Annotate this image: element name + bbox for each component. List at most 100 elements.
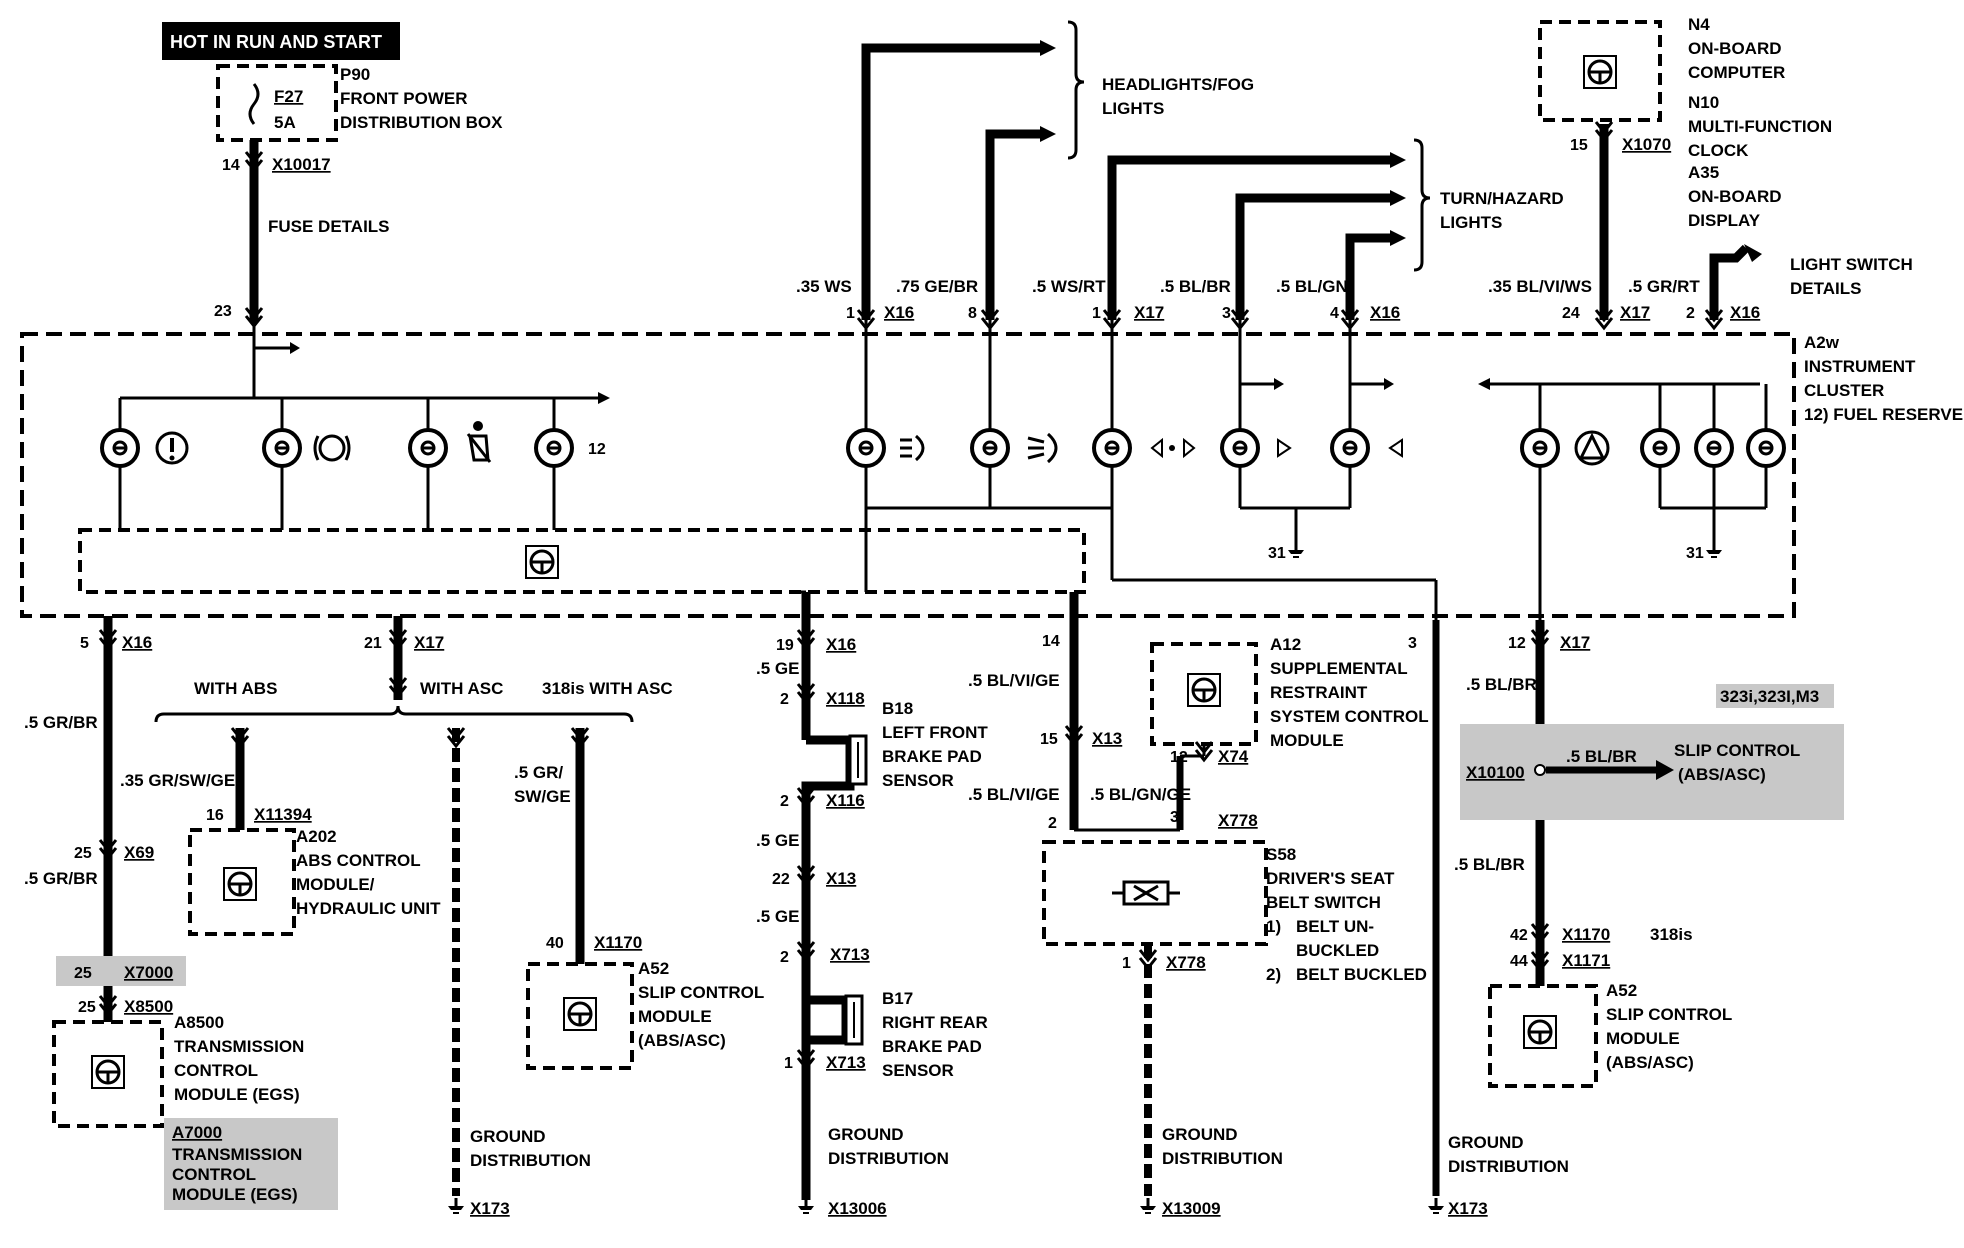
s58-line5: BUCKLED bbox=[1296, 941, 1379, 960]
n4-line9: DISPLAY bbox=[1688, 211, 1761, 230]
turn-indicator-icon bbox=[1150, 437, 1196, 459]
instrument-cluster: A2w INSTRUMENT CLUSTER 12) FUEL RESERVE bbox=[20, 320, 1963, 620]
asc318-wire-b: SW/GE bbox=[514, 787, 571, 806]
asc-ground-x173: X173 bbox=[470, 1199, 510, 1218]
seat-pin14: 14 bbox=[1042, 633, 1060, 650]
p90-line2: DISTRIBUTION BOX bbox=[340, 113, 503, 132]
models-label: 323i,323I,M3 bbox=[1720, 687, 1819, 706]
b18-line1: B18 bbox=[882, 699, 913, 718]
seat-ground-x13009: X13009 bbox=[1162, 1199, 1221, 1218]
wire-pin-4: 3 bbox=[1222, 305, 1231, 322]
b17-line2: RIGHT REAR bbox=[882, 1013, 988, 1032]
n4-line7: A35 bbox=[1688, 163, 1719, 182]
tc-wire1: .5 GR/BR bbox=[24, 713, 98, 732]
right-x1171: X1171 bbox=[1562, 951, 1610, 970]
conn-x10017: X10017 bbox=[272, 155, 331, 174]
wire-label-2: .75 GE/BR bbox=[896, 277, 978, 296]
brake-pin2b: 2 bbox=[780, 793, 789, 810]
wire-conn-5: X16 bbox=[1370, 303, 1400, 322]
a52-right-line2: SLIP CONTROL bbox=[1606, 1005, 1732, 1024]
left-arrow-icon bbox=[1388, 438, 1403, 458]
lamp-12-label: 12 bbox=[588, 441, 606, 458]
a52-right-module-icon bbox=[1522, 1014, 1558, 1050]
a7000-line4: MODULE (EGS) bbox=[172, 1185, 298, 1204]
brake-ground-line1: GROUND bbox=[828, 1125, 904, 1144]
b18-line3: BRAKE PAD bbox=[882, 747, 982, 766]
a202-line2: ABS CONTROL bbox=[296, 851, 421, 870]
s58-line4: BELT UN- bbox=[1296, 917, 1374, 936]
lamp-turn-icon bbox=[1092, 428, 1132, 468]
s58-line1: S58 bbox=[1266, 845, 1296, 864]
s58-line2: DRIVER'S SEAT bbox=[1266, 869, 1395, 888]
wire-label-4: .5 BL/BR bbox=[1160, 277, 1231, 296]
wire-pin-1: 1 bbox=[846, 305, 855, 322]
seat-pin15: 15 bbox=[1040, 731, 1058, 748]
brake-wire2: .5 GE bbox=[756, 831, 799, 850]
hazard-warning-icon bbox=[1574, 430, 1610, 466]
a8500-line1: A8500 bbox=[174, 1013, 224, 1032]
with-318-label: 318is WITH ASC bbox=[542, 679, 673, 698]
fuse-rating: 5A bbox=[274, 113, 296, 132]
b18-line4: SENSOR bbox=[882, 771, 954, 790]
light-lamps: 31 bbox=[846, 320, 1438, 620]
p90-box bbox=[216, 64, 338, 142]
a12-module-icon bbox=[1186, 672, 1222, 708]
ground-31-left: 31 bbox=[1268, 545, 1286, 562]
with-abs-label: WITH ABS bbox=[194, 679, 277, 698]
right-wire1: .5 BL/BR bbox=[1466, 675, 1537, 694]
n4-line8: ON-BOARD bbox=[1688, 187, 1782, 206]
s58-line6: BELT BUCKLED bbox=[1296, 965, 1427, 984]
abs-asc-branch: 21 X17 WITH ABS WITH ASC 318is WITH ASC … bbox=[120, 616, 764, 1218]
a52-left-module-icon bbox=[562, 996, 598, 1032]
seat-wire1: .5 BL/VI/GE bbox=[968, 671, 1060, 690]
cluster-line1: INSTRUMENT bbox=[1804, 357, 1916, 376]
tc-pin5: 5 bbox=[80, 635, 89, 652]
seat-wire2: .5 BL/VI/GE bbox=[968, 785, 1060, 804]
ground-31-right: 31 bbox=[1686, 545, 1704, 562]
brake-x118: X118 bbox=[826, 689, 865, 708]
p90-line1: FRONT POWER bbox=[340, 89, 468, 108]
n4-pin: 15 bbox=[1570, 137, 1588, 154]
seat-x778a: X778 bbox=[1218, 811, 1258, 830]
tc-x69: X69 bbox=[124, 843, 154, 862]
abs-x17: X17 bbox=[414, 633, 444, 652]
lamp-seatbelt-icon bbox=[408, 428, 448, 468]
brake-x13: X13 bbox=[826, 869, 856, 888]
right-wire2: .5 BL/BR bbox=[1454, 855, 1525, 874]
a12-line1: A12 bbox=[1270, 635, 1301, 654]
a7000-line3: CONTROL bbox=[172, 1165, 256, 1184]
a12-line5: MODULE bbox=[1270, 731, 1344, 750]
lamp-hazard-icon bbox=[1520, 428, 1560, 468]
brake-pin1: 1 bbox=[784, 1055, 793, 1072]
a12-line2: SUPPLEMENTAL bbox=[1270, 659, 1408, 678]
a8500-line3: CONTROL bbox=[174, 1061, 258, 1080]
turn-line2: LIGHTS bbox=[1440, 213, 1502, 232]
n4-line1: N4 bbox=[1688, 15, 1710, 34]
seat-pin3: 3 bbox=[1170, 809, 1179, 826]
wire-label-7: .5 GR/RT bbox=[1628, 277, 1700, 296]
power-feed: HOT IN RUN AND START F27 5A P90 FRONT PO… bbox=[162, 22, 503, 398]
n4-onboard-computer: N4 ON-BOARD COMPUTER N10 MULTI-FUNCTION … bbox=[1538, 15, 1832, 230]
brake-x16: X16 bbox=[826, 635, 856, 654]
tc-pin25b: 25 bbox=[74, 965, 92, 982]
transmission-branch: 5 X16 .5 GR/BR 25 X69 .5 GR/BR 25 X7000 … bbox=[24, 616, 338, 1210]
hot-label: HOT IN RUN AND START bbox=[170, 32, 382, 52]
asc318-x1170: X1170 bbox=[594, 933, 642, 952]
brake-wire3: .5 GE bbox=[756, 907, 799, 926]
a52-right-line3: MODULE bbox=[1606, 1029, 1680, 1048]
left-lamps: 12 bbox=[100, 398, 606, 530]
lamp-c-icon bbox=[1746, 428, 1786, 468]
cluster-processor-box bbox=[78, 528, 1086, 594]
wire-label-5: .5 BL/GN bbox=[1276, 277, 1348, 296]
fuse-details: FUSE DETAILS bbox=[268, 217, 390, 236]
tc-pin25a: 25 bbox=[74, 845, 92, 862]
with-asc-label: WITH ASC bbox=[420, 679, 503, 698]
tc-x16: X16 bbox=[122, 633, 152, 652]
models-shade bbox=[1716, 684, 1834, 708]
a8500-box bbox=[52, 1020, 164, 1128]
b18-line2: LEFT FRONT bbox=[882, 723, 988, 742]
abs-warning-icon bbox=[313, 434, 351, 462]
lamp-fuel-icon bbox=[534, 428, 574, 468]
seat-pin2: 2 bbox=[1048, 815, 1057, 832]
brake-x116: X116 bbox=[826, 791, 865, 810]
